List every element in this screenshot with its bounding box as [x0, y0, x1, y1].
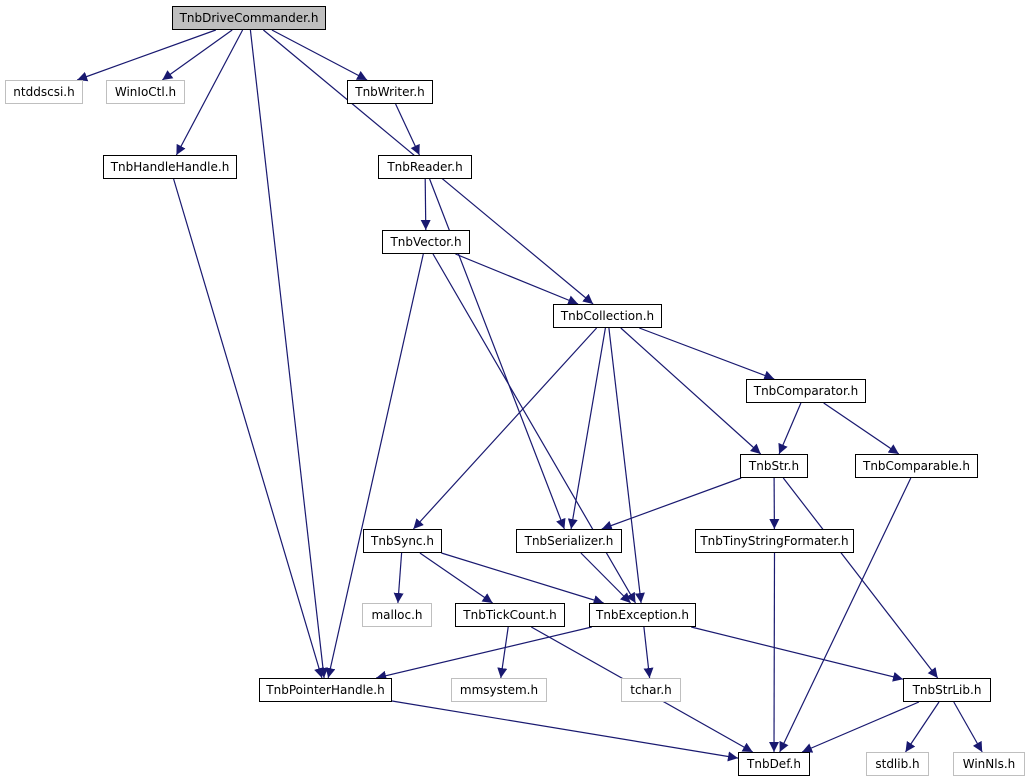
- node-tnbreader-h[interactable]: TnbReader.h: [378, 155, 472, 179]
- node-malloc-h: malloc.h: [362, 603, 432, 627]
- edge-vector-to-collection: [455, 253, 579, 305]
- node-tnbstr-h[interactable]: TnbStr.h: [740, 454, 808, 478]
- node-tnbexception-h[interactable]: TnbException.h: [589, 603, 696, 627]
- node-tnbdrivecommander-h: TnbDriveCommander.h: [172, 6, 326, 30]
- edge-strlib-to-winnls: [953, 701, 983, 753]
- edge-root-to-winioctl: [161, 29, 233, 81]
- edge-str-to-serializer: [601, 477, 742, 531]
- edge-root-to-handlehandle: [175, 29, 244, 156]
- node-tnbvector-h[interactable]: TnbVector.h: [382, 230, 470, 254]
- edge-vector-to-pointerhandle: [325, 253, 424, 679]
- node-tnbserializer-h[interactable]: TnbSerializer.h: [516, 529, 622, 553]
- edge-strlib-to-def: [801, 701, 920, 753]
- node-tnbcomparator-h[interactable]: TnbComparator.h: [746, 379, 866, 403]
- node-tnbwriter-h[interactable]: TnbWriter.h: [347, 80, 433, 104]
- edge-collection-to-exception: [608, 327, 645, 604]
- edge-exception-to-strlib: [691, 626, 904, 682]
- edge-str-to-strlib: [782, 477, 939, 679]
- edge-root-to-pointerhandle: [249, 29, 328, 679]
- edge-handlehandle-to-pointerhandle: [173, 178, 324, 679]
- node-tnbdef-h[interactable]: TnbDef.h: [738, 752, 810, 776]
- edge-sync-to-exception: [441, 552, 604, 605]
- node-ntddscsi-h: ntddscsi.h: [5, 80, 83, 104]
- node-tnbcollection-h[interactable]: TnbCollection.h: [553, 304, 662, 328]
- node-tnbpointerhandle-h[interactable]: TnbPointerHandle.h: [259, 678, 392, 702]
- edge-root-to-writer: [271, 29, 368, 81]
- edge-pointerhandle-to-def: [391, 700, 739, 762]
- edge-exception-to-tchar: [643, 626, 654, 679]
- edge-exception-to-pointerhandle: [376, 626, 592, 681]
- edge-strlib-to-stdlib: [905, 701, 940, 753]
- edge-tickcount-to-mmsystem: [497, 626, 509, 679]
- edge-comparable-to-def: [779, 477, 912, 753]
- edge-tinystring-to-def: [769, 552, 780, 753]
- edge-sync-to-tickcount: [419, 552, 493, 604]
- edge-comparator-to-comparable: [823, 402, 900, 455]
- edge-root-to-ntddscsi: [76, 29, 217, 82]
- node-winnls-h: WinNls.h: [953, 752, 1025, 776]
- node-tnbhandlehandle-h[interactable]: TnbHandleHandle.h: [103, 155, 237, 179]
- node-tnbsync-h[interactable]: TnbSync.h: [363, 529, 442, 553]
- edge-sync-to-malloc: [393, 552, 404, 604]
- node-stdlib-h: stdlib.h: [866, 752, 929, 776]
- edge-serializer-to-exception: [580, 552, 632, 604]
- edge-collection-to-sync: [412, 327, 598, 530]
- node-tnbtinystringformater-h[interactable]: TnbTinyStringFormater.h: [695, 529, 854, 553]
- edge-writer-to-reader: [395, 103, 420, 156]
- edge-reader-to-vector: [420, 178, 431, 231]
- node-tnbcomparable-h[interactable]: TnbComparable.h: [855, 454, 978, 478]
- edge-comparator-to-str: [778, 402, 802, 455]
- node-winioctl-h: WinIoCtl.h: [106, 80, 185, 104]
- edge-collection-to-str: [620, 327, 762, 455]
- node-tnbstrlib-h[interactable]: TnbStrLib.h: [903, 678, 991, 702]
- edge-collection-to-comparator: [639, 327, 775, 381]
- node-mmsystem-h: mmsystem.h: [451, 678, 547, 702]
- edge-collection-to-serializer: [567, 327, 606, 530]
- node-tchar-h: tchar.h: [621, 678, 681, 702]
- node-tnbtickcount-h[interactable]: TnbTickCount.h: [455, 603, 565, 627]
